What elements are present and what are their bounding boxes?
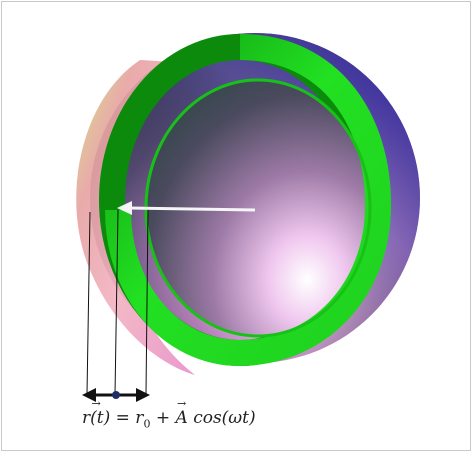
amplitude-vector: →A (175, 397, 188, 428)
radius-arrow-head (117, 201, 132, 215)
plus-sign: + (155, 408, 171, 428)
amplitude-arrow-left-head (82, 388, 96, 402)
inner-surface (146, 80, 370, 336)
amplitude-arrow-right-head (136, 388, 150, 402)
equals-sign: = (115, 408, 130, 428)
guide-line-center (114, 209, 119, 395)
equilibrium-dot (112, 391, 120, 399)
position-vector: →r(t) (82, 397, 111, 428)
r0-symbol: r (135, 408, 144, 428)
guide-line-right (145, 209, 149, 395)
r0-subscript: 0 (143, 417, 151, 431)
equation: →r(t) = r0 + →A cos(ωt) (82, 397, 322, 431)
green-ring-front (105, 34, 392, 367)
guide-line-left (86, 211, 91, 395)
radius-arrow-shaft (127, 206, 256, 212)
sphere-shell-left (76, 60, 195, 375)
cosine-term: cos(ωt) (193, 408, 256, 428)
